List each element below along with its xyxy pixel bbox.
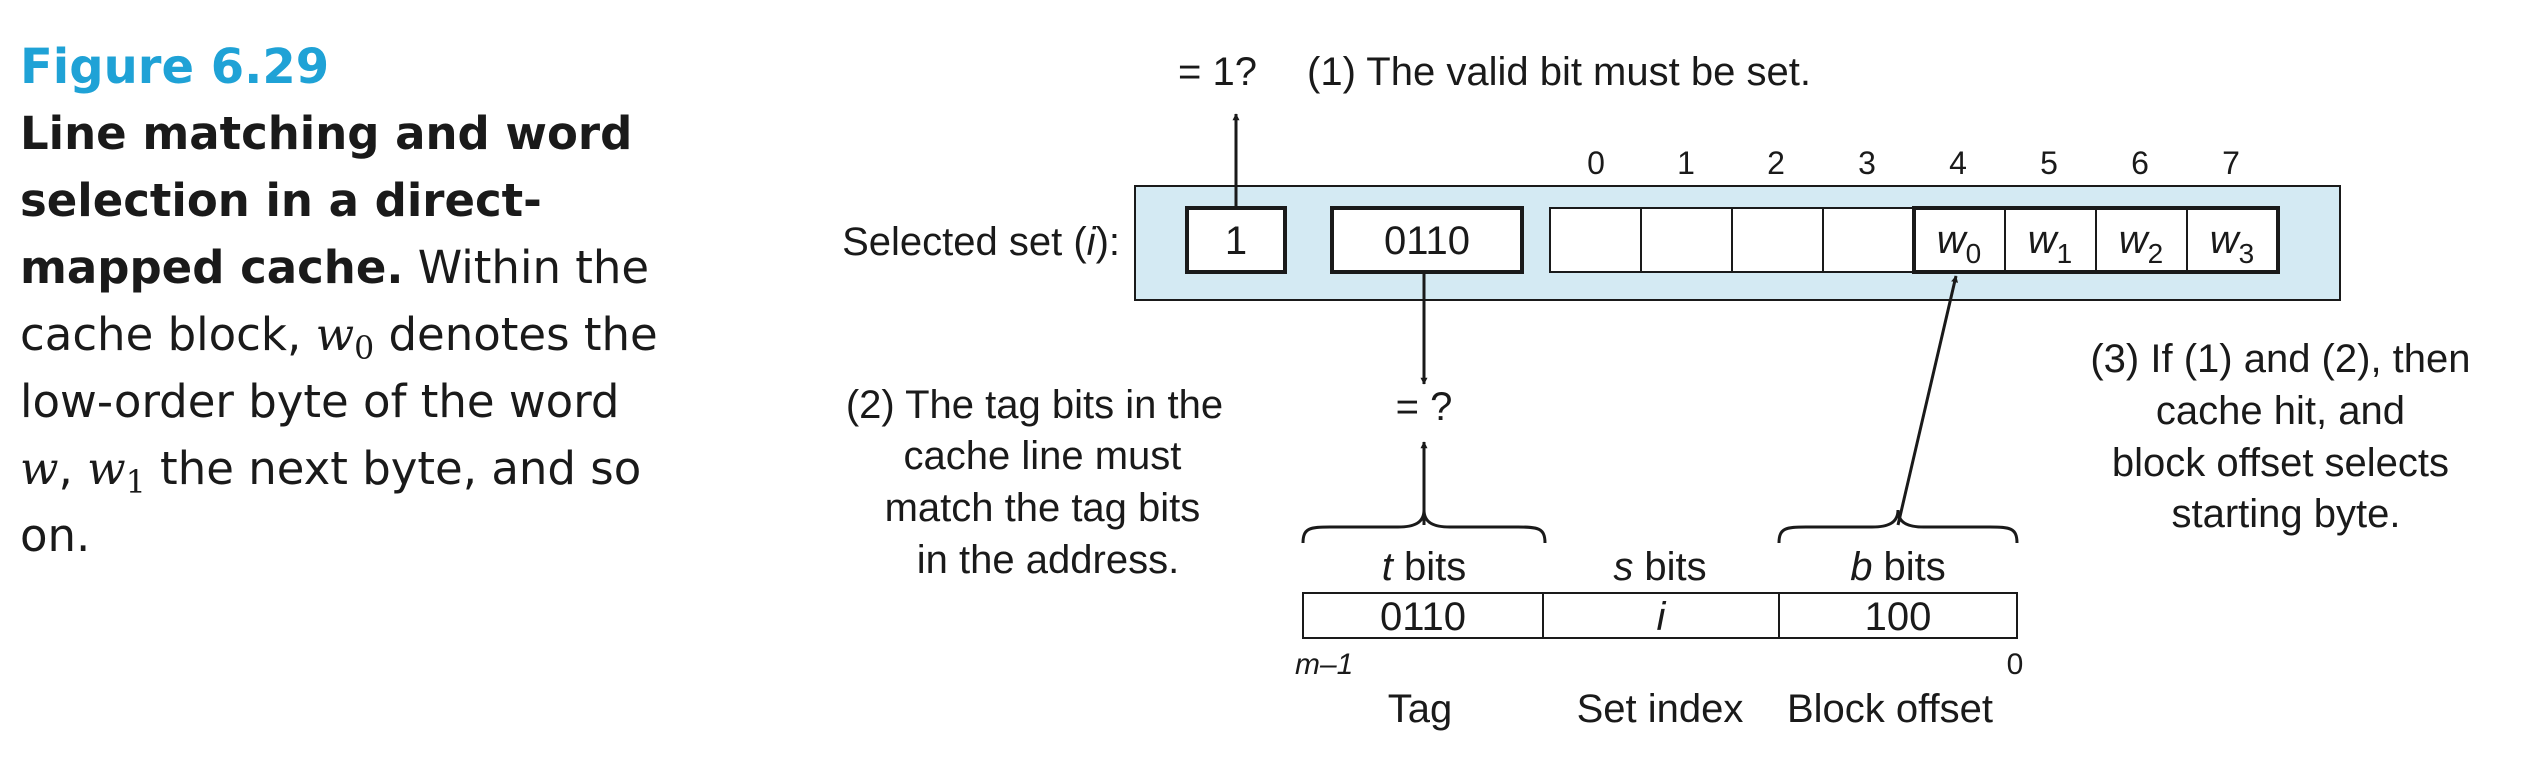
tag-value: 0110	[1384, 219, 1470, 263]
figure-label: Figure 6.29	[20, 39, 330, 95]
byte-index: 0	[1587, 145, 1605, 181]
tag-check-label: = ?	[1396, 385, 1453, 429]
address-block-offset-field	[1778, 592, 2018, 639]
address-tag-field	[1302, 592, 1544, 639]
byte-index-labels: 0 1 2 3 4 5 6 7	[1587, 145, 2240, 181]
caption-title: Line matching and word selection in a di…	[20, 107, 633, 294]
byte-cell	[1731, 207, 1824, 273]
address-tag-value: 0110	[1380, 595, 1466, 639]
byte-cell	[1640, 207, 1733, 273]
caption-text-1: Within the cache block,	[20, 241, 650, 361]
byte-index: 4	[1949, 145, 1967, 181]
tag-field-label: Tag	[1388, 687, 1453, 731]
caption-text-2: denotes the low-order byte of the word	[20, 308, 658, 428]
byte-index: 2	[1767, 145, 1785, 181]
tag-box	[1330, 206, 1524, 274]
selected-set-label: Selected set (i):	[842, 220, 1120, 264]
address: 0110 i 100	[1302, 592, 2018, 639]
offset-arrow	[1896, 275, 1958, 526]
data-block	[1549, 206, 2280, 274]
byte-index: 6	[2131, 145, 2149, 181]
byte-index: 1	[1677, 145, 1695, 181]
byte-cell	[1822, 207, 1915, 273]
caption-text-4: the next byte, and so on.	[20, 442, 642, 562]
step2-label: (2) The tag bits in the cache line must …	[846, 383, 1234, 582]
byte-cell	[1549, 207, 1642, 273]
caption-text: Line matching and word selection in a di…	[20, 100, 680, 569]
word-outline	[1912, 206, 2280, 274]
caption-text-3: ,	[58, 442, 73, 495]
b-bits-label: b bits	[1850, 545, 1946, 589]
byte-index: 7	[2222, 145, 2240, 181]
word-label: w1	[2028, 218, 2072, 269]
address-set-index-value: i	[1657, 595, 1667, 639]
byte-index: 5	[2040, 145, 2058, 181]
high-bit-label: m–1	[1295, 648, 1353, 681]
word-labels: w0 w1 w2 w3	[1937, 218, 2254, 269]
byte-cell	[2186, 207, 2279, 273]
byte-index: 3	[1858, 145, 1876, 181]
t-brace	[1301, 509, 1547, 544]
word-label: w2	[2119, 218, 2163, 269]
address-block-offset-value: 100	[1865, 595, 1932, 639]
step3-label: (3) If (1) and (2), then cache hit, and …	[2090, 337, 2481, 536]
low-bit-label: 0	[2007, 648, 2024, 681]
address-set-index-field	[1542, 592, 1780, 639]
s-bits-label: s bits	[1613, 545, 1706, 589]
block-offset-field-label: Block offset	[1787, 687, 1993, 731]
w0-symbol: w0	[315, 308, 375, 367]
word-label: w3	[2210, 218, 2254, 269]
valid-check-label: = 1?	[1178, 50, 1257, 94]
figure-caption: Figure 6.29 Line matching and word selec…	[20, 34, 680, 569]
set-index-field-label: Set index	[1577, 687, 1744, 731]
valid-bit-value: 1	[1225, 219, 1247, 263]
w-symbol: w	[20, 442, 59, 495]
t-bits-label: t bits	[1382, 545, 1466, 589]
byte-cell	[2095, 207, 2188, 273]
b-brace	[1777, 509, 2019, 544]
w1-symbol: w1	[87, 442, 146, 501]
word-label: w0	[1937, 218, 1981, 269]
step1-label: (1) The valid bit must be set.	[1307, 50, 1811, 94]
